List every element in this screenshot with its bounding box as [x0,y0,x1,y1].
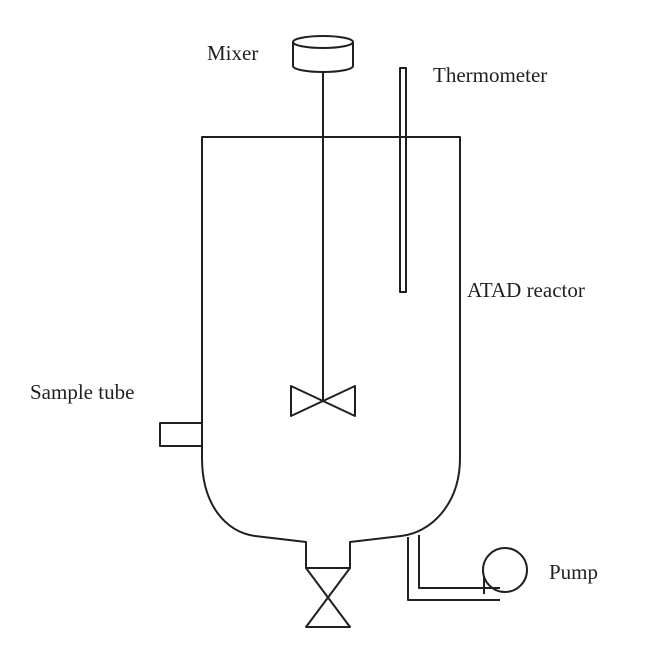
pump [482,547,528,594]
sample-tube-label: Sample tube [30,380,134,404]
pump-pipe-inner [418,535,500,589]
thermometer-label: Thermometer [433,63,547,87]
pump-pipe [407,537,500,601]
discharge-valve [305,567,351,628]
sample-tube [159,422,202,447]
reactor-label: ATAD reactor [467,278,585,302]
mixer-label: Mixer [207,41,258,65]
pump-label: Pump [549,560,598,584]
reactor-vessel [201,136,461,569]
impeller [290,385,356,417]
mixer-motor [292,35,354,73]
thermometer-probe [399,67,407,293]
